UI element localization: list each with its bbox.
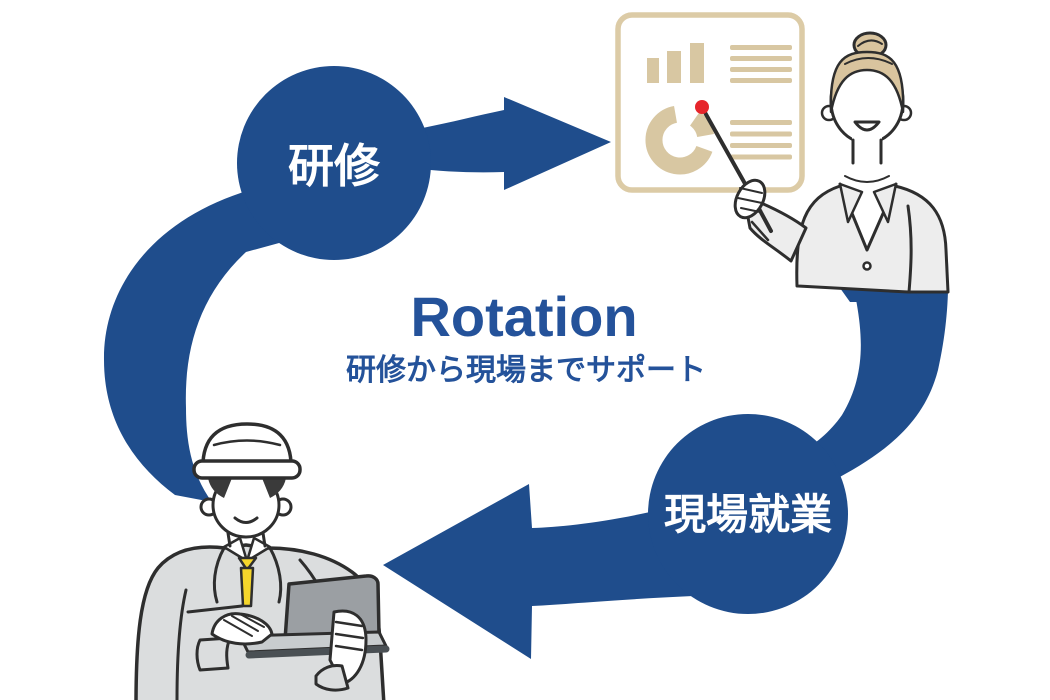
hard-hat: [192, 422, 302, 480]
bar-chart-icon: [647, 43, 704, 83]
cycle-arc-right: [795, 262, 949, 478]
lapel-line-right: [268, 546, 283, 604]
diagram-title: Rotation: [410, 285, 637, 348]
text-lines-bottom: [730, 120, 792, 160]
training-circle: [237, 66, 431, 260]
necklace: [844, 175, 890, 183]
center-title-group: Rotation 研修から現場までサポート: [346, 285, 706, 387]
worker-illustration: [134, 422, 390, 700]
hair: [829, 50, 905, 114]
cycle-arrow-bottom: [383, 484, 693, 659]
lapel-right: [872, 182, 898, 224]
cycle-arrow-top: [412, 97, 611, 190]
collar-right: [245, 536, 272, 563]
suit-button: [862, 261, 872, 271]
smile-mouth: [853, 120, 881, 132]
collar-left: [222, 536, 249, 563]
cycle-diagram: 研修 現場就業: [103, 66, 949, 659]
presenter-woman: [695, 31, 950, 302]
onsite-work-circle: [648, 414, 848, 614]
diagram-subtitle: 研修から現場までサポート: [346, 354, 706, 387]
node-onsite-work: 現場就業: [648, 414, 848, 614]
lapel-left: [838, 182, 864, 224]
worker-smile: [233, 516, 259, 524]
whiteboard-panel: [615, 12, 805, 193]
text-lines-top: [730, 45, 792, 83]
presenter-illustration: [615, 12, 950, 302]
cycle-arc-left: [103, 190, 290, 502]
cuff-right: [314, 664, 350, 692]
worker-hair-left: [208, 478, 232, 498]
red-pointer-tip: [695, 100, 709, 114]
onsite-work-label: 現場就業: [664, 491, 832, 538]
chest-pocket-line: [186, 604, 244, 614]
training-label: 研修: [288, 140, 381, 192]
tie: [237, 556, 258, 608]
whiteboard: [615, 12, 805, 193]
cuff-left: [195, 636, 232, 672]
node-training: 研修: [237, 66, 431, 260]
donut-chart-icon: [645, 106, 714, 175]
worker-hair-right: [262, 478, 286, 498]
lapel-line-left: [212, 546, 226, 604]
